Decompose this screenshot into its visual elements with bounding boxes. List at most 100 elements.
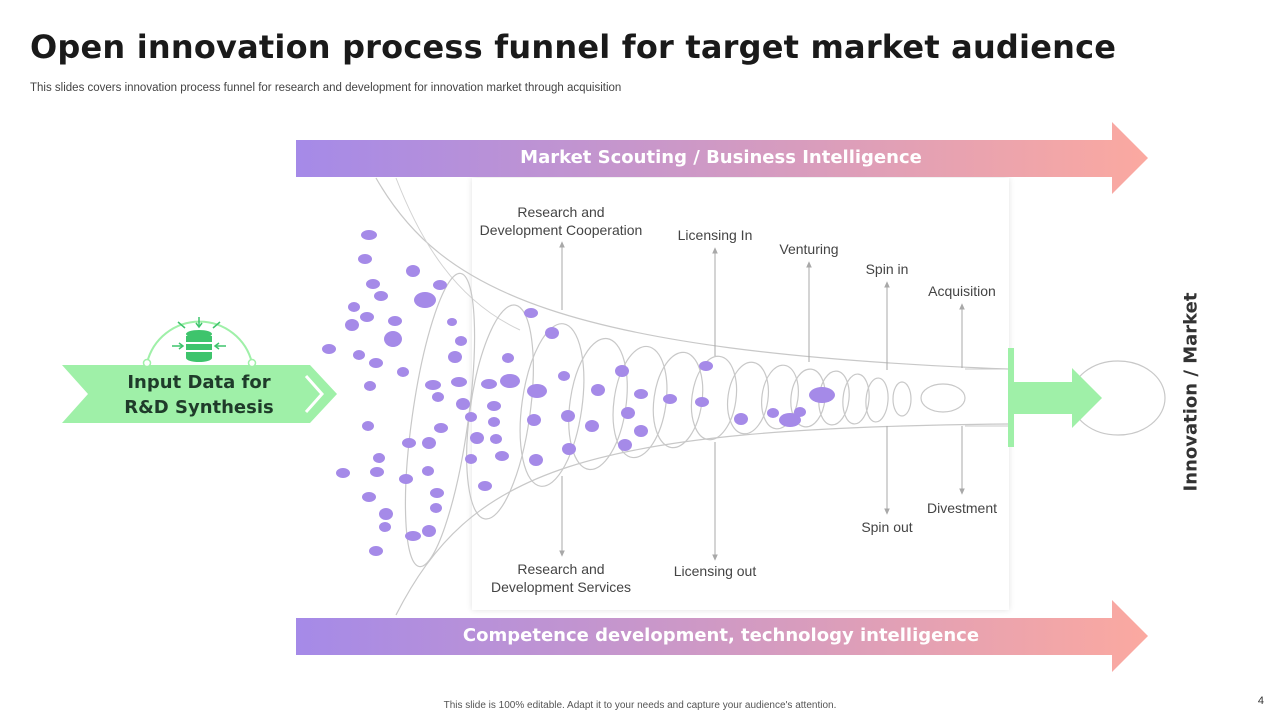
database-converge-icon	[172, 317, 226, 362]
particle-dot	[488, 417, 500, 427]
particle-dot	[558, 371, 570, 381]
particle-dot	[384, 331, 402, 347]
particle-dot	[358, 254, 372, 264]
particle-dot	[432, 392, 444, 402]
particle-dot	[414, 292, 436, 308]
top-band-label: Market Scouting / Business Intelligence	[520, 147, 922, 168]
particle-dot	[370, 467, 384, 477]
particle-dot	[336, 468, 350, 478]
particle-dot	[502, 353, 514, 363]
particle-dot	[809, 387, 835, 403]
particle-dot	[374, 291, 388, 301]
footer-note: This slide is 100% editable. Adapt it to…	[443, 700, 837, 711]
particle-dot	[663, 394, 677, 404]
label-spin-out: Spin out	[861, 519, 913, 535]
particle-dot	[362, 492, 376, 502]
particle-dot	[695, 397, 709, 407]
particle-dot	[451, 377, 467, 387]
page-number: 4	[1257, 695, 1264, 707]
particle-dot	[767, 408, 779, 418]
page-subtitle: This slides covers innovation process fu…	[30, 82, 622, 94]
particle-dot	[562, 443, 576, 455]
particle-dot	[422, 437, 436, 449]
particle-dot	[422, 466, 434, 476]
top-band-arrow	[296, 122, 1148, 194]
input-label-line1: Input Data for	[127, 372, 271, 393]
particle-dot	[456, 398, 470, 410]
particle-dot	[388, 316, 402, 326]
bottom-band-label: Competence development, technology intel…	[462, 625, 980, 646]
particle-dot	[433, 280, 447, 290]
particle-dot	[422, 525, 436, 537]
particle-dot	[360, 312, 374, 322]
particle-dot	[529, 454, 543, 466]
particle-dot	[495, 451, 509, 461]
input-label: Input Data for R&D Synthesis	[84, 370, 314, 420]
particle-dot	[545, 327, 559, 339]
label-licensing-in: Licensing In	[677, 227, 753, 243]
particle-dot	[345, 319, 359, 331]
particle-dot	[794, 407, 806, 417]
particle-dot	[561, 410, 575, 422]
particle-dot	[369, 358, 383, 368]
particle-dot	[362, 421, 374, 431]
particle-dot	[615, 365, 629, 377]
particle-dot	[481, 379, 497, 389]
particle-dot	[364, 381, 376, 391]
particle-dot	[399, 474, 413, 484]
particle-dot	[402, 438, 416, 448]
particle-dot	[405, 531, 421, 541]
particle-dot	[487, 401, 501, 411]
output-bar	[1008, 348, 1014, 447]
particle-dot	[524, 308, 538, 318]
particle-dot	[455, 336, 467, 346]
bottom-band-arrow	[296, 600, 1148, 672]
label-venturing: Venturing	[779, 241, 839, 257]
particle-dot	[618, 439, 632, 451]
particle-dot	[430, 503, 442, 513]
particle-dot	[634, 389, 648, 399]
label-rd-cooperation: Research and Development Cooperation	[479, 204, 643, 238]
particle-dot	[379, 508, 393, 520]
particle-dot	[369, 546, 383, 556]
particle-dot	[734, 413, 748, 425]
particle-dot	[779, 413, 801, 427]
label-licensing-out: Licensing out	[673, 563, 757, 579]
particle-dot	[448, 351, 462, 363]
particle-dot	[373, 453, 385, 463]
pointer-arrows	[559, 241, 965, 561]
particle-dot	[470, 432, 484, 444]
label-rd-services: Research and Development Services	[490, 561, 632, 595]
particle-dot	[500, 374, 520, 388]
label-divestment: Divestment	[926, 500, 998, 516]
particle-dot	[527, 384, 547, 398]
input-label-line2: R&D Synthesis	[124, 397, 274, 418]
particle-dot	[490, 434, 502, 444]
particle-dot	[353, 350, 365, 360]
particle-dot	[465, 412, 477, 422]
particle-dot	[322, 344, 336, 354]
particle-dot	[406, 265, 420, 277]
funnel-outer-upper	[395, 177, 521, 331]
particle-dot	[447, 318, 457, 326]
particle-dot	[397, 367, 409, 377]
particle-dot	[379, 522, 391, 532]
input-chevron	[62, 365, 337, 423]
particle-dot	[434, 423, 448, 433]
page-title: Open innovation process funnel for targe…	[30, 28, 1117, 66]
output-label: Innovation / Market	[1180, 292, 1202, 492]
particle-dot	[425, 380, 441, 390]
funnel-upper-edge	[375, 177, 1009, 370]
label-acquisition: Acquisition	[928, 283, 996, 299]
particle-dot	[348, 302, 360, 312]
particle-dot	[527, 414, 541, 426]
particle-dot	[478, 481, 492, 491]
particle-dot	[585, 420, 599, 432]
particle-dot	[366, 279, 380, 289]
output-arrow	[1014, 368, 1102, 428]
input-chevron-accent	[304, 375, 325, 413]
particle-dot	[465, 454, 477, 464]
particle-dot	[591, 384, 605, 396]
